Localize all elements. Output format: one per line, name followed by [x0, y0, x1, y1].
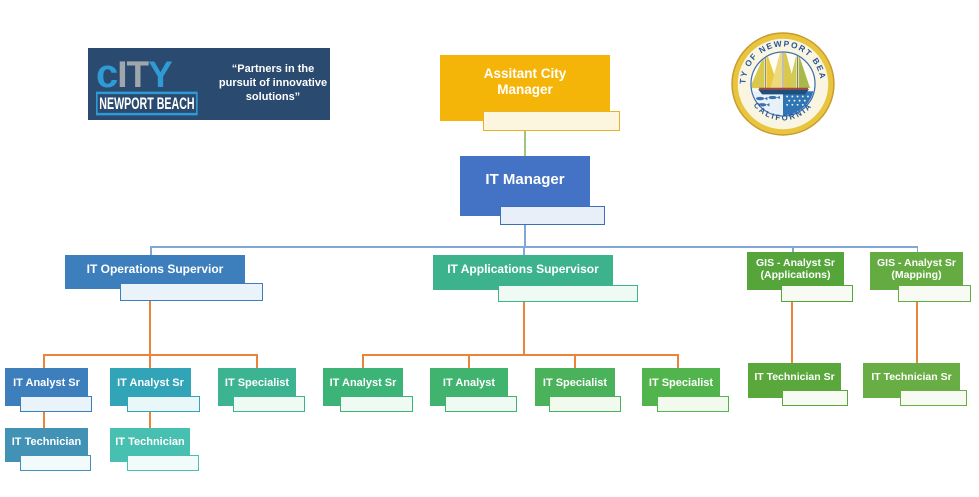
connector-applications-stem	[523, 300, 526, 355]
city-logo-city-word: cITY	[96, 53, 214, 95]
name-tag-ops-it-technician-1	[20, 455, 91, 471]
org-node-label: IT Operations Supervior	[86, 261, 224, 276]
name-tag-it-applications-supervisor	[498, 285, 638, 302]
connector-drop-gis-mapping	[916, 246, 919, 253]
org-node-label: IT Technician Sr	[871, 371, 952, 384]
org-node-gis-apps-it-technician-sr: IT Technician Sr	[748, 363, 841, 398]
org-node-gis-analyst-sr-mapping: GIS - Analyst Sr (Mapping)	[870, 252, 963, 290]
name-tag-it-manager	[500, 206, 605, 225]
org-node-label: IT Technician	[115, 435, 185, 448]
logo-newport-beach-text: NEWPORT BEACH	[96, 91, 198, 115]
connector-drop-apps-analyst-sr	[362, 354, 364, 368]
connector-applications-hbar	[362, 354, 679, 356]
org-node-assistant-city-manager: Assitant City Manager	[440, 55, 610, 121]
connector-drop-gis-applications	[792, 246, 794, 253]
name-tag-ops-it-specialist	[233, 396, 305, 412]
connector-drop-apps-specialist1	[574, 354, 576, 368]
name-tag-gis-apps-it-technician-sr	[782, 390, 848, 406]
connector-drop-ops-analyst2	[149, 354, 151, 368]
org-node-label: IT Analyst	[442, 376, 496, 389]
name-tag-assistant-city-manager	[483, 111, 620, 131]
name-tag-gis-analyst-sr-mapping	[898, 285, 971, 302]
logo-letters-it: IT	[117, 53, 149, 95]
org-node-label: IT Specialist	[542, 376, 608, 389]
org-node-label: IT Specialist	[648, 376, 714, 389]
connector-itmanager-stem	[524, 225, 526, 247]
connector-operations-stem	[149, 298, 151, 355]
name-tag-ops-it-analyst-sr-2	[127, 396, 200, 412]
connector-analyst2-to-technician2	[149, 406, 151, 429]
connector-drop-apps-specialist2	[677, 354, 679, 368]
name-tag-it-operations-supervisor	[120, 283, 263, 301]
name-tag-apps-it-specialist-2	[657, 396, 729, 412]
connector-drop-operations	[150, 246, 152, 256]
connector-drop-apps-analyst	[468, 354, 470, 368]
org-node-label: GIS - Analyst Sr (Mapping)	[877, 256, 956, 281]
org-node-label: IT Manager	[485, 171, 565, 189]
name-tag-ops-it-technician-2	[127, 455, 199, 471]
seal-fish	[755, 95, 780, 107]
name-tag-gis-mapping-it-technician-sr	[900, 390, 967, 406]
org-node-label: IT Analyst Sr	[329, 376, 397, 389]
org-node-label: IT Applications Supervisor	[447, 262, 599, 277]
org-node-label: IT Analyst Sr	[117, 376, 184, 389]
org-node-label: GIS - Analyst Sr (Applications)	[756, 256, 835, 281]
org-node-label: IT Technician	[11, 435, 82, 448]
org-node-it-applications-supervisor: IT Applications Supervisor	[433, 255, 613, 290]
name-tag-gis-analyst-sr-applications	[781, 285, 853, 302]
connector-drop-applications	[523, 246, 525, 256]
org-node-label: IT Specialist	[224, 376, 290, 389]
connector-level3-hbar	[150, 246, 918, 248]
org-node-label: IT Technician Sr	[754, 371, 835, 384]
logo-tagline: “Partners in the pursuit of innovative s…	[218, 63, 328, 103]
name-tag-apps-it-specialist-1	[549, 396, 621, 412]
connector-acm-to-itmanager	[524, 131, 526, 156]
connector-analyst1-to-technician1	[43, 406, 45, 429]
name-tag-apps-it-analyst-sr	[340, 396, 413, 412]
connector-drop-ops-specialist	[256, 354, 258, 368]
connector-gis-mapping-stem	[916, 300, 918, 363]
org-node-gis-analyst-sr-applications: GIS - Analyst Sr (Applications)	[747, 252, 844, 290]
org-node-label: IT Analyst Sr	[13, 376, 80, 389]
newport-beach-seal: CITY OF NEWPORT BEACH CALIFORNIA	[731, 32, 835, 136]
city-logo-wordmark: cITY NEWPORT BEACH	[96, 53, 214, 115]
name-tag-ops-it-analyst-sr-1	[20, 396, 92, 412]
logo-letter-y: Y	[148, 53, 173, 95]
connector-gis-applications-stem	[791, 300, 793, 363]
logo-letter-c: c	[96, 51, 118, 96]
city-logo: cITY NEWPORT BEACH “Partners in the purs…	[88, 48, 330, 120]
name-tag-apps-it-analyst	[445, 396, 517, 412]
connector-drop-ops-analyst1	[43, 354, 45, 368]
org-node-label: Assitant City Manager	[483, 66, 567, 97]
